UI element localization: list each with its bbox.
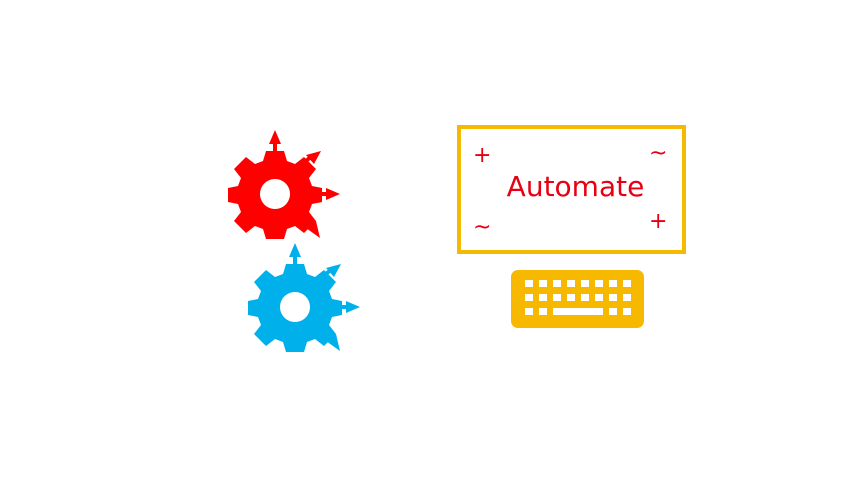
keyboard-keys bbox=[525, 280, 631, 315]
screen-decoration-tilde-top-right: ~ bbox=[649, 141, 668, 166]
blue-gear-icon bbox=[248, 243, 360, 352]
red-gear-icon bbox=[228, 130, 340, 239]
blue-gear-body bbox=[248, 264, 342, 352]
screen-decoration-plus-top-left: + bbox=[473, 143, 492, 168]
screen-title: Automate bbox=[506, 170, 645, 203]
red-gear-body bbox=[228, 151, 322, 239]
monitor-screen: + ~ Automate ~ + bbox=[457, 125, 686, 254]
screen-decoration-plus-bottom-right: + bbox=[649, 209, 668, 234]
screen-decoration-tilde-bottom-left: ~ bbox=[473, 215, 492, 240]
keyboard-icon bbox=[511, 270, 644, 328]
